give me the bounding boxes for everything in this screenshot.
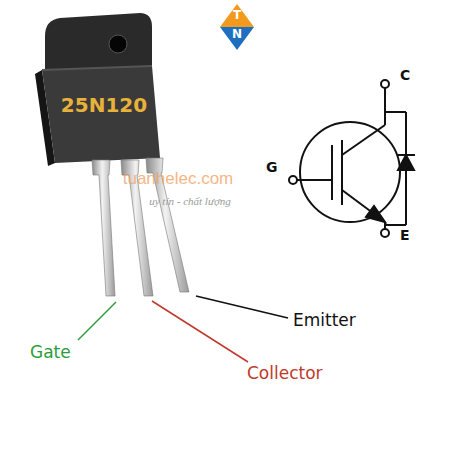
pin-name: Emitter (293, 311, 356, 330)
part-number: 25N120 (61, 94, 147, 116)
logo-letter: T (233, 9, 241, 22)
gate-leader (78, 302, 116, 340)
terminal-label: C (400, 68, 410, 83)
collector-leader (152, 301, 248, 362)
mounting-hole (109, 35, 127, 53)
package-body (42, 66, 160, 163)
pin-name: Gate (30, 343, 71, 362)
emitter-leader (196, 296, 288, 318)
watermark: tuanhelec.com (123, 170, 234, 189)
logo-letter: N (232, 28, 242, 41)
watermark: uy tín - chất lượng (149, 195, 231, 207)
terminal-label: G (266, 160, 278, 175)
pin-name: Collector (247, 364, 323, 383)
terminal-label: E (400, 228, 410, 243)
body-edge (42, 66, 152, 70)
igbt-symbol (289, 80, 415, 237)
logo (220, 4, 254, 50)
